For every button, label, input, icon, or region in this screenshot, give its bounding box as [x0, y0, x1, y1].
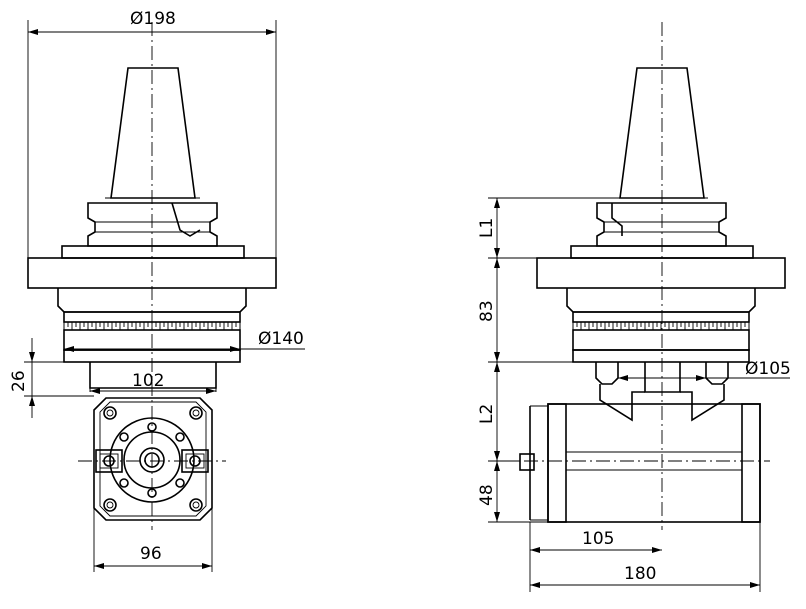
front-taper	[110, 67, 196, 199]
side-knurled-ring	[572, 311, 750, 323]
side-collar	[596, 202, 727, 247]
dim-h83: 83	[477, 300, 497, 322]
dim-d105: Ø105	[745, 359, 791, 379]
dim-l2: L2	[477, 404, 497, 424]
dim-l1: L1	[477, 218, 497, 238]
side-horizontal-housing	[547, 403, 761, 523]
side-knurl	[572, 322, 750, 330]
front-collar	[87, 202, 218, 247]
front-housing	[93, 397, 213, 521]
side-dimensions: L1 83 L2 48 Ø105 105 180	[477, 197, 791, 592]
side-key	[519, 453, 535, 471]
side-view	[500, 22, 786, 530]
dim-h48: 48	[477, 484, 497, 506]
dim-w105: 105	[582, 529, 614, 549]
dim-w180: 180	[624, 564, 656, 584]
front-view	[27, 22, 277, 530]
dim-h26: 26	[9, 370, 29, 392]
front-knurl	[63, 322, 241, 330]
dim-w96: 96	[140, 544, 162, 564]
front-bolt-circle-holes	[119, 422, 185, 498]
dim-d198: Ø198	[130, 9, 176, 29]
side-main-flange	[536, 257, 786, 289]
front-dimensions: Ø198 Ø140 102 26 96	[9, 9, 305, 572]
dim-d140: Ø140	[258, 329, 304, 349]
front-corner-bolts	[103, 406, 203, 512]
dim-w102: 102	[132, 371, 164, 391]
